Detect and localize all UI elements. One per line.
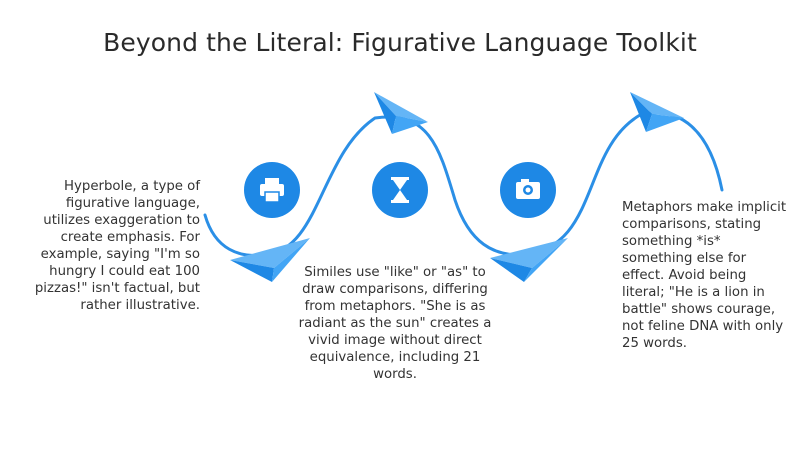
page-title: Beyond the Literal: Figurative Language …	[103, 28, 697, 57]
hyperbole-description: Hyperbole, a type of figurative language…	[34, 179, 200, 313]
similes-description: Similes use "like" or "as" to draw compa…	[298, 265, 492, 382]
camera-icon	[500, 162, 556, 218]
paper-plane-icon	[374, 92, 428, 134]
metaphors-description: Metaphors make implicit comparisons, sta…	[622, 200, 787, 351]
hourglass-icon	[372, 162, 428, 218]
paper-plane-icon	[490, 238, 568, 282]
paper-plane-icon	[630, 92, 684, 132]
paper-plane-icon	[230, 238, 310, 282]
printer-icon	[244, 162, 300, 218]
